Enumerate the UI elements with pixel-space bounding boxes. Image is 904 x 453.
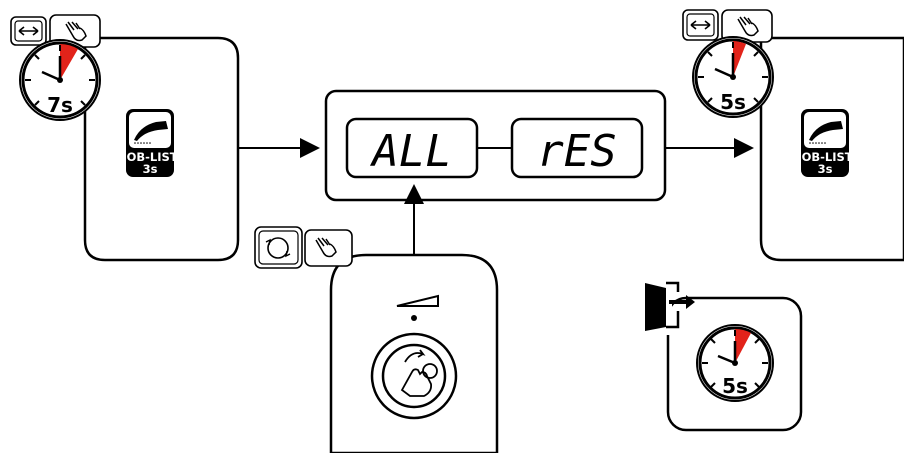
exit-door-icon xyxy=(639,281,695,335)
display-left-text: ALL xyxy=(369,126,451,177)
left-torch-badge-line2: 3s xyxy=(143,162,158,176)
left-torch-badge-line1: JOB-LIST xyxy=(121,150,177,164)
right-timer-label: 5s xyxy=(720,90,746,114)
right-torch-badge-line2: 3s xyxy=(818,162,833,176)
hand-press-icon xyxy=(721,9,773,43)
exit-timer-label: 5s xyxy=(722,374,748,398)
right-panel: 5s JOB-LIST 3s xyxy=(682,9,904,262)
rotate-icon xyxy=(254,226,303,269)
display-panel: ALL rES xyxy=(324,89,667,202)
right-torch-badge-line1: JOB-LIST xyxy=(796,150,852,164)
swap-arrows-icon xyxy=(10,16,47,46)
control-knob-icon[interactable] xyxy=(370,332,458,420)
timer-icon: 7s xyxy=(19,39,101,121)
timer-icon: 5s xyxy=(696,324,774,402)
display-right-text: rES xyxy=(537,126,616,177)
left-panel: 7s JOB-LIST 3s xyxy=(10,14,240,262)
exit-panel: 5s xyxy=(639,281,803,432)
swap-arrows-icon xyxy=(682,9,719,41)
timer-icon: 5s xyxy=(692,36,774,118)
torch-icon: JOB-LIST 3s xyxy=(796,109,853,177)
display-right-window xyxy=(510,117,644,179)
hand-press-icon xyxy=(304,229,353,267)
left-timer-label: 7s xyxy=(47,93,73,117)
control-panel xyxy=(254,226,499,453)
touch-knob-icon xyxy=(400,349,438,397)
torch-icon: JOB-LIST 3s xyxy=(121,109,178,177)
ramp-icon xyxy=(396,294,439,321)
